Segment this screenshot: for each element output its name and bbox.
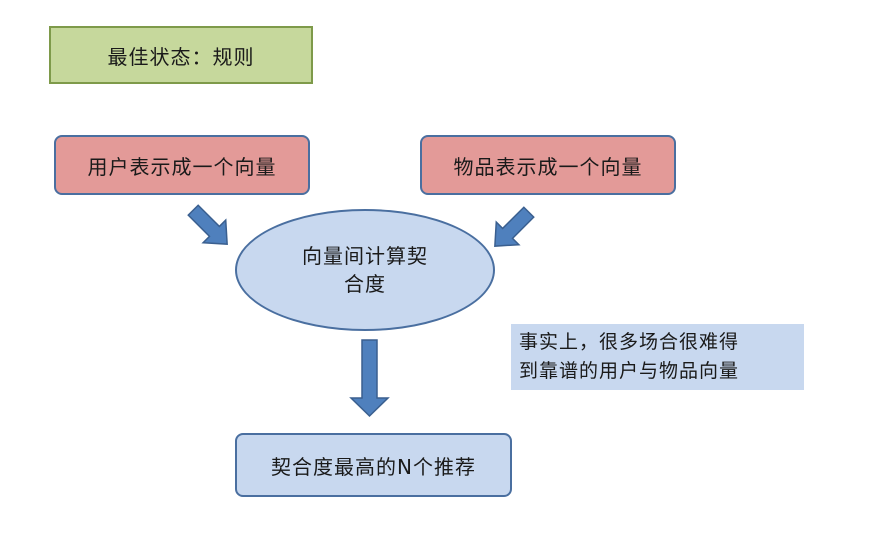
match-text-line2: 合度	[344, 272, 386, 296]
note-line1: 事实上，很多场合很难得	[519, 331, 740, 353]
result-text: 契合度最高的N个推荐	[271, 454, 476, 479]
match-ellipse: 向量间计算契 合度	[235, 209, 495, 331]
item-vector-text: 物品表示成一个向量	[453, 154, 643, 179]
note-box: 事实上，很多场合很难得 到靠谱的用户与物品向量	[511, 324, 804, 390]
note-line2: 到靠谱的用户与物品向量	[519, 360, 740, 382]
item-vector-box: 物品表示成一个向量	[420, 135, 676, 195]
match-text-line1: 向量间计算契	[302, 244, 428, 268]
result-box: 契合度最高的N个推荐	[235, 433, 512, 497]
arrow-item-to-match	[494, 206, 535, 247]
arrow-user-to-match	[187, 204, 228, 245]
title-box: 最佳状态：规则	[49, 26, 313, 84]
arrow-match-to-result	[349, 339, 390, 418]
title-text: 最佳状态：规则	[107, 44, 255, 69]
user-vector-text: 用户表示成一个向量	[87, 154, 277, 179]
user-vector-box: 用户表示成一个向量	[54, 135, 310, 195]
